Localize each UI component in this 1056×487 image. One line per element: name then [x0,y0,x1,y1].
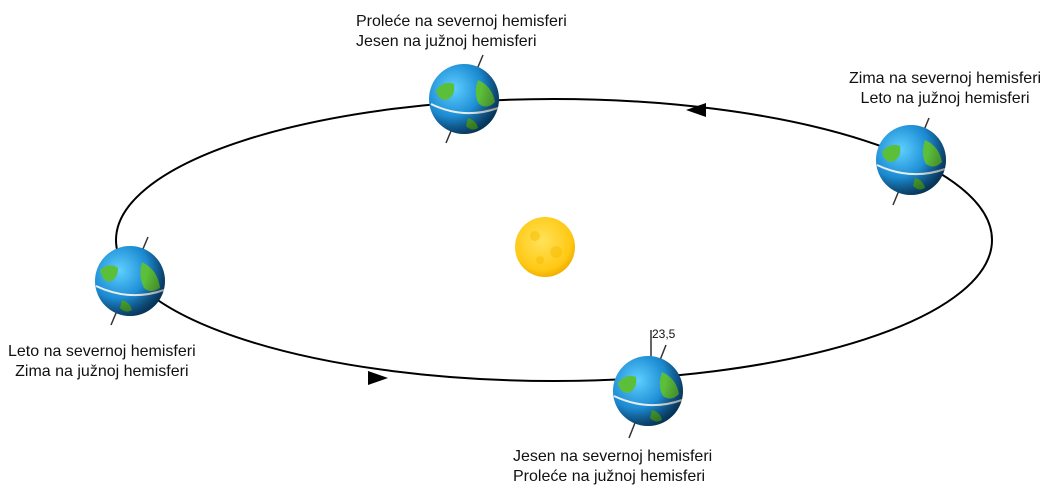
arrow-top-icon [686,103,706,117]
label-right-line1: Zima na severnoj hemisferi [849,70,1042,87]
label-bottom-position: Jesen na severnoj hemisferi Proleće na j… [513,447,712,487]
label-left-line2: Zima na južnoj hemisferi [15,363,189,380]
sun-icon [515,217,575,277]
earth-right-icon [876,117,946,206]
label-left-line1: Leto na severnoj hemisferi [8,343,196,360]
label-bottom-line2: Proleće na južnoj hemisferi [513,468,706,485]
earth-top-icon [429,54,499,144]
label-top-line2: Jesen na južnoj hemisferi [356,33,537,50]
label-right-line2: Leto na južnoj hemisferi [860,90,1030,107]
label-left-position: Leto na severnoj hemisferi Zima na južno… [8,342,196,382]
label-top-line1: Proleće na severnoj hemisferi [356,13,567,30]
arrow-bottom-icon [368,371,388,385]
earth-left-icon [95,236,165,326]
orbit-path [115,98,993,382]
axial-tilt-label: 23,5 [652,327,676,341]
label-right-position: Zima na severnoj hemisferi Leto na južno… [849,69,1041,109]
label-top-position: Proleće na severnoj hemisferi Jesen na j… [356,12,567,52]
earth-bottom-icon [613,330,683,439]
label-bottom-line1: Jesen na severnoj hemisferi [513,448,713,465]
